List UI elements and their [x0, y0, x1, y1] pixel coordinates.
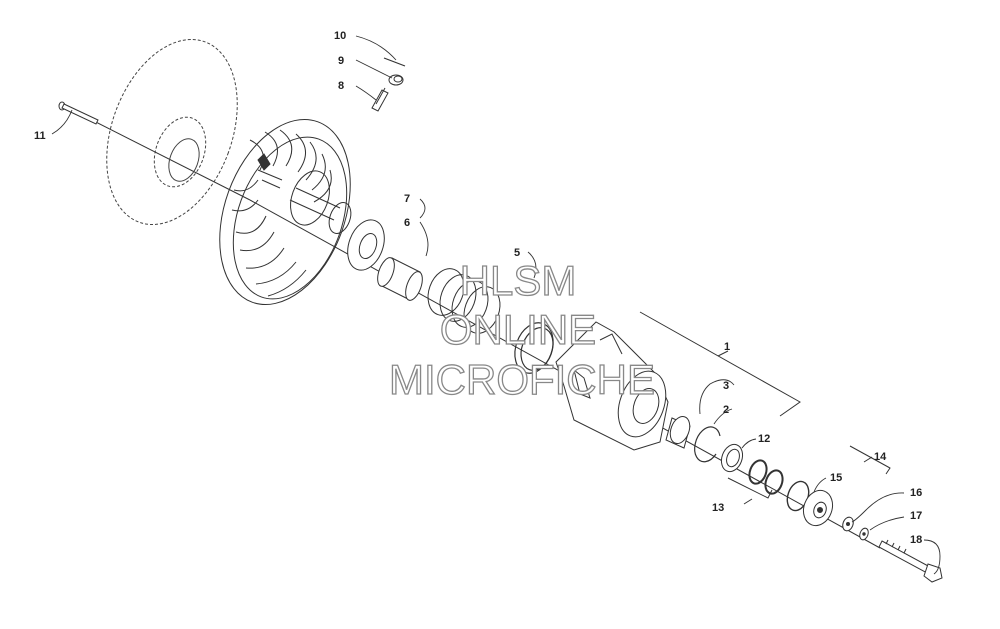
cap-screw: [878, 539, 943, 583]
flat-washer: [842, 516, 854, 532]
seal-ring: [514, 322, 554, 374]
cap-assembly: [786, 480, 834, 527]
label-11: 11: [34, 130, 46, 142]
label-16: 16: [910, 487, 922, 499]
label-13: 13: [712, 502, 724, 514]
label-5: 5: [514, 247, 520, 259]
label-2: 2: [723, 404, 729, 416]
label-10: 10: [334, 30, 346, 42]
label-6: 6: [404, 217, 410, 229]
label-9: 9: [338, 55, 344, 67]
fixed-sheave: [106, 38, 238, 226]
label-18: 18: [910, 534, 922, 546]
screw: [58, 101, 99, 125]
inner-bushing: [665, 415, 691, 449]
cotter-pin: [383, 57, 406, 67]
watermark-line-1: HLSM: [460, 257, 577, 304]
thrust-washer: [347, 219, 385, 271]
snap-ring: [694, 426, 721, 463]
label-14: 14: [874, 451, 887, 463]
cam-assembly: [555, 321, 669, 451]
movable-sheave: [219, 118, 352, 306]
watermark: HLSM ONLINE MICROFICHE: [388, 256, 655, 403]
washer: [720, 443, 744, 473]
callout-labels: 10 9 8 11 7 6 5 1 3 2 12 14 15 16 13 17 …: [34, 30, 922, 546]
label-1: 1: [724, 341, 730, 353]
spring: [427, 268, 501, 334]
label-8: 8: [338, 80, 344, 92]
roller-pin: [371, 87, 389, 112]
label-7: 7: [404, 193, 410, 205]
bracket-lines: [639, 311, 891, 505]
label-12: 12: [758, 433, 770, 445]
label-15: 15: [830, 472, 842, 484]
bushing: [377, 257, 423, 301]
watermark-line-3: MICROFICHE: [389, 356, 655, 403]
label-17: 17: [910, 510, 922, 522]
roller: [388, 74, 404, 86]
label-3: 3: [723, 380, 729, 392]
lock-washer: [859, 527, 869, 541]
watermark-line-2: ONLINE: [440, 306, 596, 353]
leader-lines: [51, 35, 941, 575]
